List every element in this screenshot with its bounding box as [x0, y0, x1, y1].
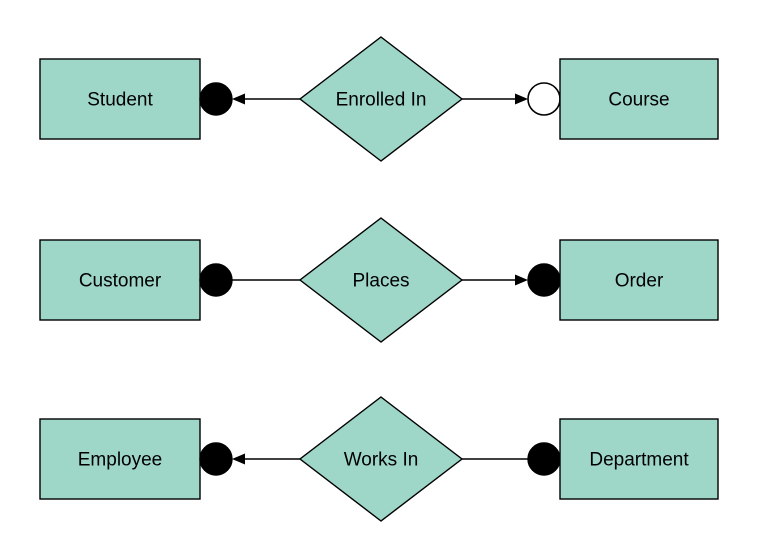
entity-customer [39, 239, 201, 321]
er-row-student-course: Student Enrolled In Course [39, 36, 719, 162]
entity-student [39, 58, 201, 140]
filled-circle-connector [199, 82, 233, 116]
relationship-label: Places [352, 271, 409, 292]
relationship-enrolled-in [298, 36, 464, 162]
entity-employee [39, 418, 201, 500]
filled-circle-connector [527, 442, 561, 476]
entity-label: Employee [78, 450, 163, 471]
entity-department [559, 418, 719, 500]
er-row-customer-order: Customer Places Order [39, 217, 719, 343]
open-circle-connector [527, 82, 561, 116]
entity-label: Course [608, 90, 669, 111]
entity-course [559, 58, 719, 140]
filled-circle-connector [199, 263, 233, 297]
left-arrowhead [232, 453, 245, 465]
left-arrowhead [232, 93, 245, 105]
right-arrowhead [515, 274, 528, 286]
relationship-works-in [298, 396, 464, 522]
entity-label: Department [589, 450, 689, 471]
entity-label: Customer [79, 271, 162, 292]
filled-circle-connector [527, 263, 561, 297]
relationship-label: Works In [344, 450, 419, 471]
filled-circle-connector [199, 442, 233, 476]
relationship-places [298, 217, 464, 343]
entity-order [559, 239, 719, 321]
right-arrowhead [515, 93, 528, 105]
er-row-employee-department: Employee Works In Department [39, 396, 719, 522]
relationship-label: Enrolled In [336, 90, 427, 111]
entity-label: Student [87, 90, 153, 111]
entity-label: Order [615, 271, 664, 292]
